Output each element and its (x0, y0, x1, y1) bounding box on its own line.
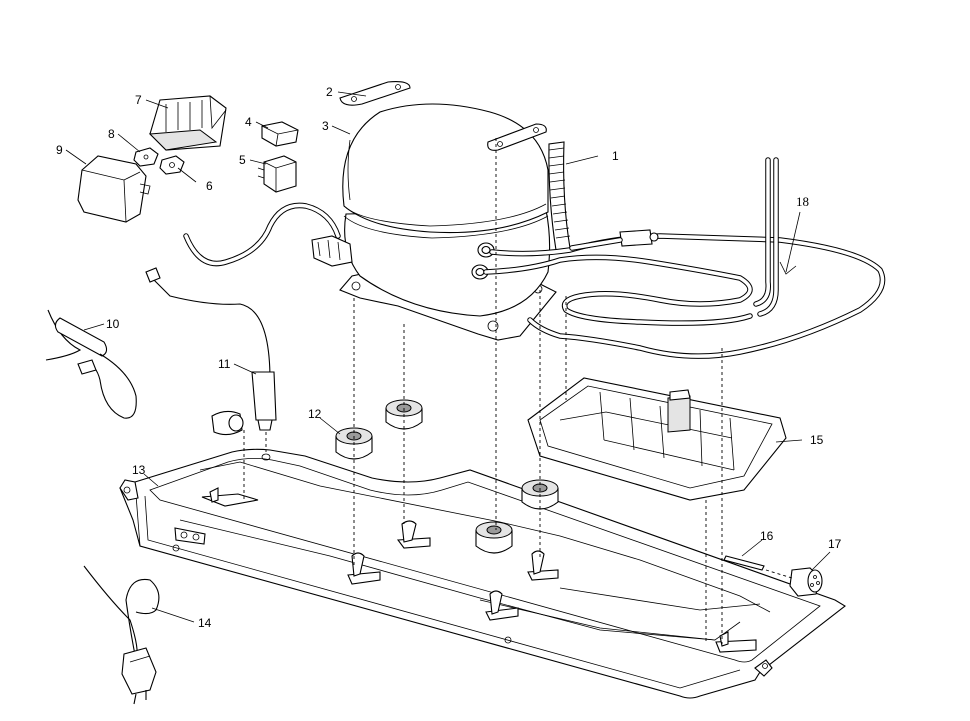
callout-15: 15 (810, 433, 824, 447)
callout-13: 13 (132, 463, 146, 477)
power-lead-loop (183, 202, 341, 267)
overload-protector (77, 155, 151, 223)
cable-grommet (211, 410, 244, 436)
callout-18: 18 (796, 194, 809, 209)
callout-1: 1 (612, 149, 619, 163)
callout-2: 2 (326, 85, 333, 99)
leader-lines (65, 91, 831, 623)
callout-17: 17 (828, 537, 842, 551)
callout-labels: 1 2 3 4 5 6 7 8 9 10 11 12 13 14 15 16 1… (56, 85, 842, 630)
compressor (311, 103, 557, 341)
callout-7: 7 (135, 93, 142, 107)
callout-16: 16 (760, 529, 774, 543)
capacitor-lead (145, 267, 277, 461)
drip-tray (527, 377, 787, 501)
callout-9: 9 (56, 143, 63, 157)
relay-assembly (148, 95, 227, 151)
callout-3: 3 (322, 119, 329, 133)
callout-8: 8 (108, 127, 115, 141)
callout-4: 4 (245, 115, 252, 129)
mounting-strap-right (487, 123, 547, 151)
callout-10: 10 (106, 317, 120, 331)
pin (723, 555, 765, 571)
power-cable-plug (83, 565, 160, 705)
refrigerant-tubing (483, 157, 886, 359)
end-fitting (789, 567, 823, 597)
mounting-strap-left (339, 81, 411, 106)
corrugated-hose (548, 141, 571, 251)
callout-14: 14 (198, 616, 212, 630)
terminal-clip-6 (159, 155, 185, 175)
grommet-3 (475, 521, 513, 554)
starter-5 (257, 155, 297, 193)
callout-6: 6 (206, 179, 213, 193)
thermostat-sensor (45, 309, 137, 419)
callout-12: 12 (308, 407, 322, 421)
callout-5: 5 (239, 153, 246, 167)
cover-clip-4 (261, 121, 299, 147)
terminal-clip-8 (133, 147, 159, 167)
callout-11: 11 (218, 357, 231, 371)
alignment-lines (243, 138, 793, 644)
